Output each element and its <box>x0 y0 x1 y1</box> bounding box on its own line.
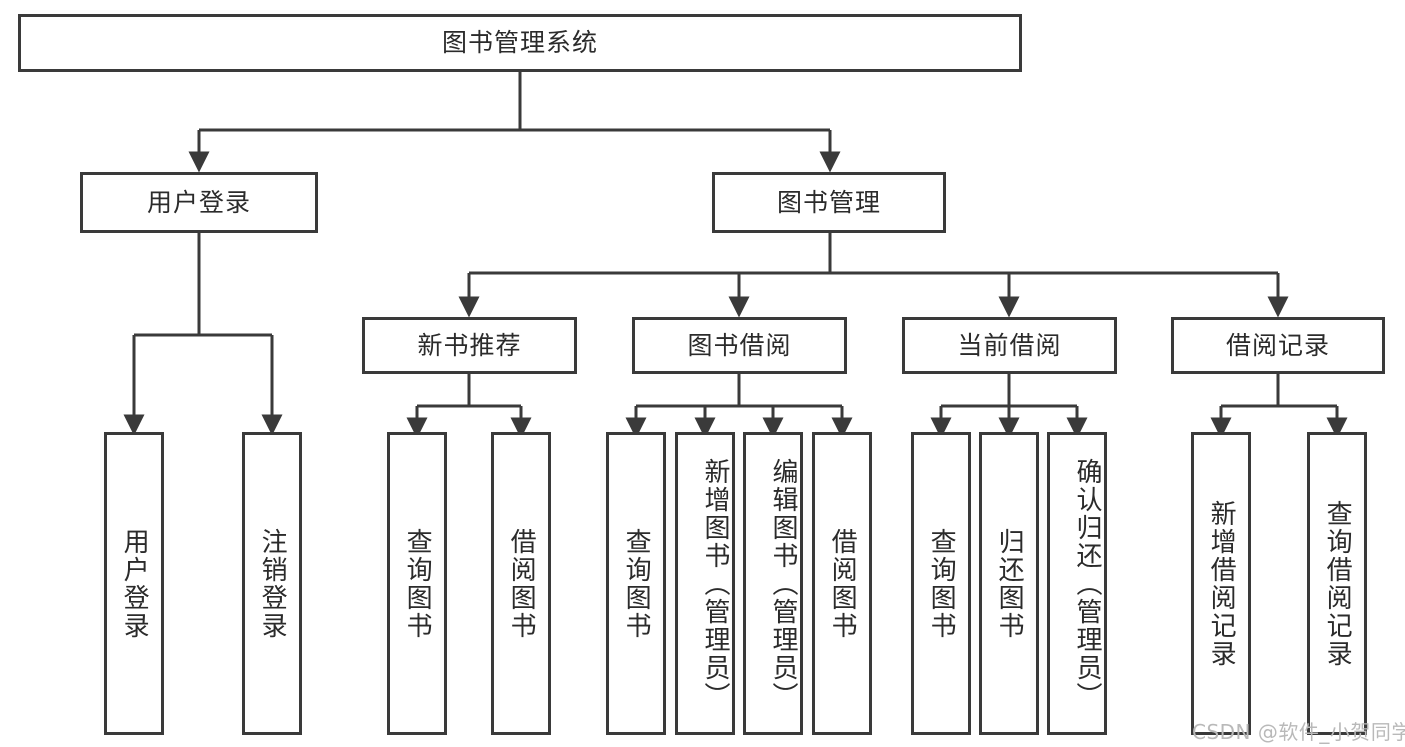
node-leaf-add-borrow-record-label: 新增借阅记录 <box>1206 499 1237 668</box>
node-new-book-recommend[interactable]: 新书推荐 <box>362 317 577 374</box>
node-leaf-query-book-2[interactable]: 查询图书 <box>606 432 666 735</box>
node-borrow-record-label: 借阅记录 <box>1225 330 1330 360</box>
node-leaf-logout-login[interactable]: 注销登录 <box>242 432 302 735</box>
node-new-book-recommend-label: 新书推荐 <box>417 330 522 360</box>
node-leaf-logout-login-label: 注销登录 <box>257 527 288 640</box>
csdn-watermark: CSDN @软件_小贺同学 <box>1192 720 1405 744</box>
node-leaf-query-book-2-label: 查询图书 <box>621 527 652 640</box>
node-leaf-edit-book-admin[interactable]: 编辑图书（管理员） <box>743 432 803 735</box>
node-book-management-label: 图书管理 <box>776 187 881 217</box>
node-book-management[interactable]: 图书管理 <box>712 172 946 233</box>
node-leaf-query-borrow-record-label: 查询借阅记录 <box>1322 499 1353 668</box>
node-leaf-borrow-book-2-label: 借阅图书 <box>827 527 858 640</box>
node-user-login[interactable]: 用户登录 <box>80 172 318 233</box>
node-book-borrow[interactable]: 图书借阅 <box>632 317 847 374</box>
node-leaf-borrow-book-2[interactable]: 借阅图书 <box>812 432 872 735</box>
node-leaf-add-book-admin[interactable]: 新增图书（管理员） <box>675 432 735 735</box>
node-borrow-record[interactable]: 借阅记录 <box>1171 317 1385 374</box>
node-leaf-borrow-book-1-label: 借阅图书 <box>506 527 537 640</box>
node-leaf-query-book-3-label: 查询图书 <box>926 527 957 640</box>
node-leaf-add-borrow-record[interactable]: 新增借阅记录 <box>1191 432 1251 735</box>
node-root[interactable]: 图书管理系统 <box>18 14 1022 72</box>
node-current-borrow-label: 当前借阅 <box>957 330 1062 360</box>
node-leaf-add-book-admin-label: 新增图书（管理员） <box>700 457 730 710</box>
node-root-label: 图书管理系统 <box>441 28 598 58</box>
node-leaf-confirm-return-admin-label: 确认归还（管理员） <box>1072 457 1102 710</box>
node-leaf-query-borrow-record[interactable]: 查询借阅记录 <box>1307 432 1367 735</box>
node-leaf-edit-book-admin-label: 编辑图书（管理员） <box>768 457 798 710</box>
node-leaf-confirm-return-admin[interactable]: 确认归还（管理员） <box>1047 432 1107 735</box>
node-leaf-return-book-label: 归还图书 <box>994 527 1025 640</box>
node-leaf-user-login-label: 用户登录 <box>119 527 150 640</box>
node-leaf-query-book-3[interactable]: 查询图书 <box>911 432 971 735</box>
node-user-login-label: 用户登录 <box>146 187 251 217</box>
node-leaf-query-book-1[interactable]: 查询图书 <box>387 432 447 735</box>
node-leaf-return-book[interactable]: 归还图书 <box>979 432 1039 735</box>
node-leaf-query-book-1-label: 查询图书 <box>402 527 433 640</box>
node-book-borrow-label: 图书借阅 <box>687 330 792 360</box>
node-leaf-borrow-book-1[interactable]: 借阅图书 <box>491 432 551 735</box>
node-current-borrow[interactable]: 当前借阅 <box>902 317 1117 374</box>
node-leaf-user-login[interactable]: 用户登录 <box>104 432 164 735</box>
